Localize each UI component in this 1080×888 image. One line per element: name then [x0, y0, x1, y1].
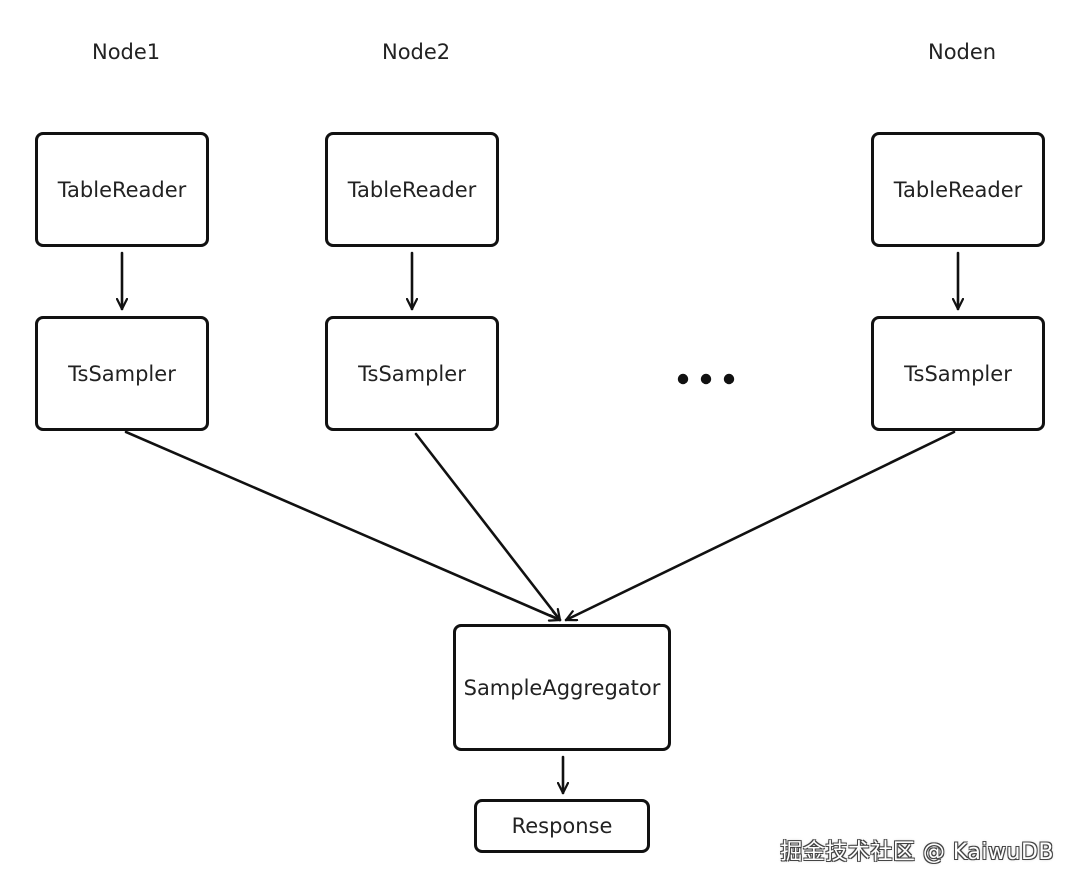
- arrow-node1-sampler-to-aggregator: [124, 430, 562, 620]
- ellipsis-dots: [677, 373, 735, 385]
- node2-tablereader-box: TableReader: [325, 132, 499, 247]
- noden-tssampler-box: TsSampler: [871, 316, 1045, 431]
- noden-tablereader-box: TableReader: [871, 132, 1045, 247]
- watermark: 掘金技术社区 @ KaiwuDB: [780, 840, 1054, 865]
- node2-label: Node2: [382, 40, 451, 64]
- sampleaggregator-box: SampleAggregator: [453, 624, 671, 751]
- node1-label: Node1: [92, 40, 161, 64]
- node1-tablereader-box: TableReader: [35, 132, 209, 247]
- node1-tssampler-box: TsSampler: [35, 316, 209, 431]
- response-box: Response: [474, 799, 650, 853]
- noden-label: Noden: [928, 40, 997, 64]
- node2-tssampler-box: TsSampler: [325, 316, 499, 431]
- arrow-node2-sampler-to-aggregator: [414, 432, 562, 622]
- arrow-noden-sampler-to-aggregator: [564, 430, 956, 622]
